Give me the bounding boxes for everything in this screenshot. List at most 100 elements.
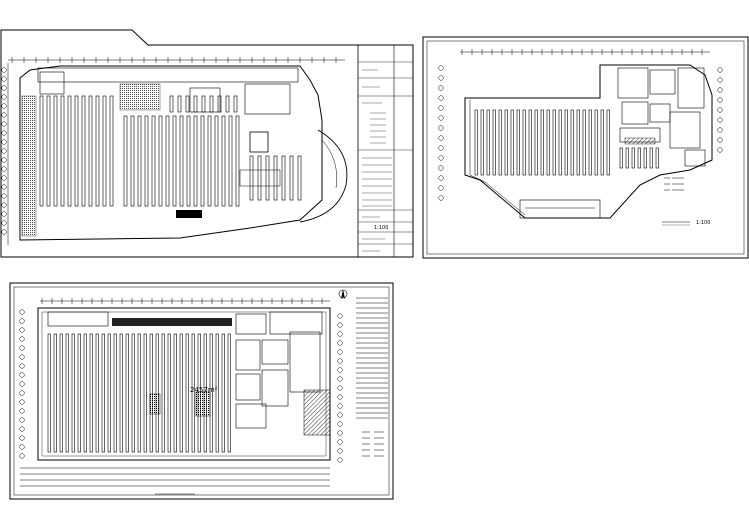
shelf	[67, 95, 72, 207]
shelf	[144, 115, 149, 207]
area-label: 2457m²	[190, 386, 218, 394]
shelving-rows	[474, 109, 659, 176]
grid-bubble	[19, 453, 25, 459]
grid-bubble	[717, 137, 723, 143]
shelf	[137, 115, 142, 207]
grid-bubble	[337, 457, 343, 463]
grid-bubble	[19, 408, 25, 414]
shelf	[552, 109, 556, 176]
shelf	[215, 333, 219, 453]
grid-bubble	[1, 76, 7, 82]
shelf	[95, 333, 99, 453]
shelf	[504, 109, 508, 176]
grid-bubble	[717, 87, 723, 93]
legend	[362, 431, 384, 457]
shelf	[47, 333, 51, 453]
building-outline	[464, 64, 713, 219]
grid-bubble	[438, 95, 444, 101]
grid-bubble	[1, 184, 7, 190]
grid-axis-top	[11, 57, 337, 63]
shelf	[528, 109, 532, 176]
grid-bubble	[1, 220, 7, 226]
shelf	[474, 109, 478, 176]
shelf	[200, 115, 205, 207]
shelf	[265, 155, 270, 201]
shelf	[249, 155, 254, 201]
grid-bubble	[438, 125, 444, 131]
north-arrow-icon	[338, 289, 348, 299]
grid-bubble	[19, 354, 25, 360]
shelf	[486, 109, 490, 176]
shelf	[172, 115, 177, 207]
shelf	[281, 155, 286, 201]
shelf	[534, 109, 538, 176]
grid-bubble	[1, 130, 7, 136]
grid-bubble	[438, 185, 444, 191]
grid-axis-right	[337, 313, 343, 463]
shelf	[227, 333, 231, 453]
shelf	[221, 115, 226, 207]
grid-bubble	[337, 412, 343, 418]
sheet-top-right: 1:100	[422, 36, 749, 259]
shelf	[558, 109, 562, 176]
shelf	[570, 109, 574, 176]
grid-bubble	[438, 175, 444, 181]
shelf	[564, 109, 568, 176]
grid-bubble	[1, 94, 7, 100]
shelf	[143, 333, 147, 453]
grid-bubble	[1, 139, 7, 145]
shelf	[207, 115, 212, 207]
shelf	[88, 95, 93, 207]
shelf	[59, 333, 63, 453]
grid-bubble	[19, 390, 25, 396]
shelf	[169, 95, 174, 113]
grid-bubble	[1, 112, 7, 118]
shelf	[257, 155, 262, 201]
shelving-rows	[39, 95, 302, 207]
entrance-curve	[299, 129, 348, 223]
shelf	[540, 109, 544, 176]
shelf	[101, 333, 105, 453]
shelf	[225, 95, 230, 113]
grid-bubble	[1, 148, 7, 154]
room-cluster	[235, 331, 321, 429]
grid-axis-left	[1, 67, 7, 235]
shelf	[594, 109, 598, 176]
grid-bubble	[438, 145, 444, 151]
grid-bubble	[1, 85, 7, 91]
shelf	[522, 109, 526, 176]
shelf	[71, 333, 75, 453]
grid-bubble	[19, 345, 25, 351]
shelf	[74, 95, 79, 207]
shelf	[619, 147, 623, 169]
grid-bubble	[438, 135, 444, 141]
shelf	[193, 95, 198, 113]
sheet-frame	[422, 36, 749, 259]
grid-bubble	[717, 117, 723, 123]
grid-bubble	[337, 331, 343, 337]
grid-bubble	[19, 417, 25, 423]
shelf	[576, 109, 580, 176]
shelf	[582, 109, 586, 176]
shelf	[193, 115, 198, 207]
grid-bubble	[717, 77, 723, 83]
grid-axis-top	[461, 49, 703, 55]
grid-bubble	[1, 202, 7, 208]
shelf	[297, 155, 302, 201]
shelf	[165, 115, 170, 207]
grid-bubble	[19, 435, 25, 441]
shelf	[158, 115, 163, 207]
grid-bubble	[337, 358, 343, 364]
legend	[664, 177, 684, 191]
shelf	[221, 333, 225, 453]
shelf	[131, 333, 135, 453]
shelf	[606, 109, 610, 176]
grid-bubble	[337, 439, 343, 445]
shelf	[113, 333, 117, 453]
shelf	[179, 115, 184, 207]
shelf	[201, 95, 206, 113]
grid-bubble	[438, 105, 444, 111]
scale-label: 1:100	[696, 220, 710, 226]
sheet-top-left: 1:100	[0, 29, 414, 258]
shelf	[125, 333, 129, 453]
